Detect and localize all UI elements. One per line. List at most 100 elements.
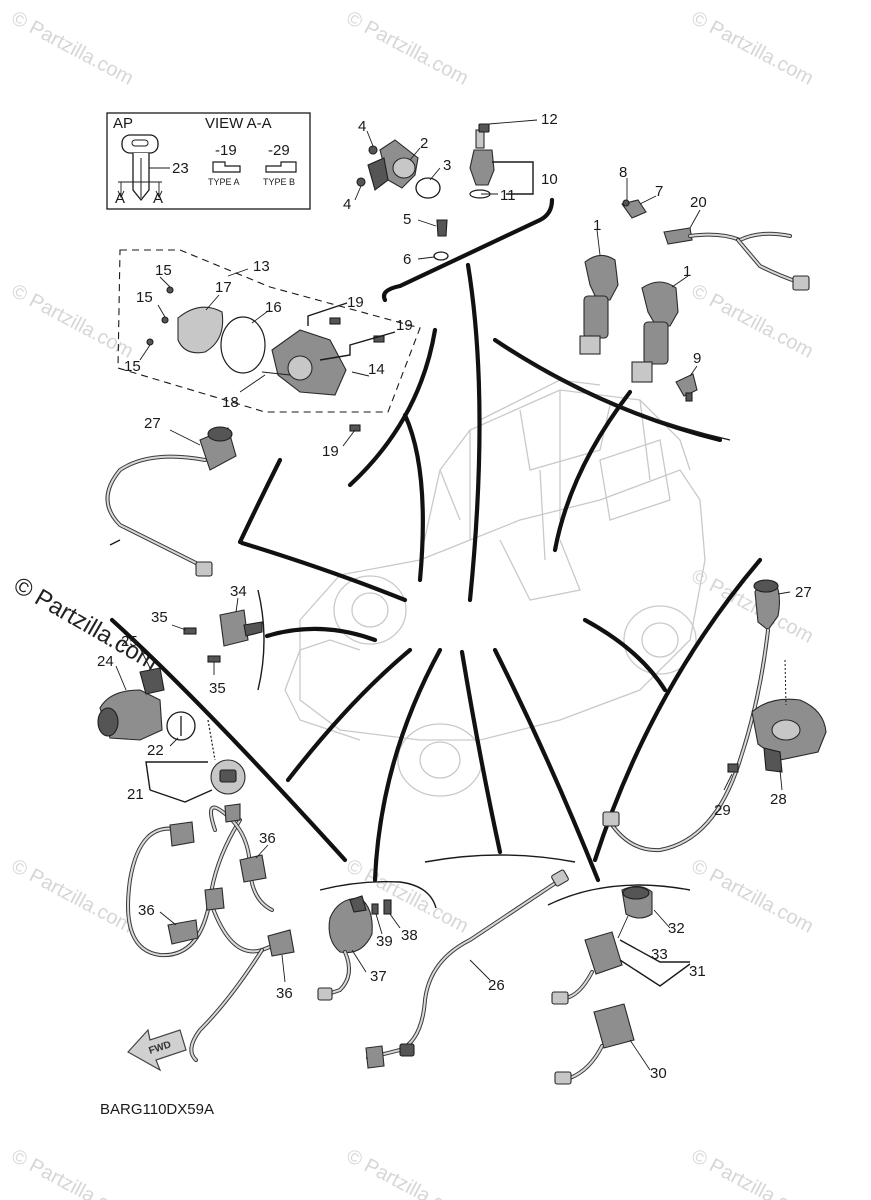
sensor-lead-26 <box>365 869 569 1069</box>
screw <box>146 338 154 346</box>
watermark: © Partzilla.com <box>8 1145 137 1200</box>
callout-27: 27 <box>795 584 812 601</box>
fwd-arrow-icon: FWD <box>127 1028 187 1072</box>
bolt-part <box>329 317 341 325</box>
bolt-part <box>368 145 378 155</box>
callout-16: 16 <box>265 299 282 316</box>
o2-sensor <box>663 227 810 291</box>
callout-18: 18 <box>222 394 239 411</box>
callout-1: 1 <box>683 263 691 280</box>
bolt-part <box>207 655 221 663</box>
watermark-prominent: © Partzilla.com <box>9 572 163 676</box>
sensor-group-top <box>354 119 538 261</box>
key-type-inset: AP VIEW A-A A A 23 -19 -29 TYPE A TYPE B <box>106 112 311 210</box>
callout-8: 8 <box>619 164 627 181</box>
callout-25: 25 <box>121 633 138 650</box>
bolt-part <box>349 424 361 432</box>
type-b-profile <box>265 161 297 173</box>
callout-23: 23 <box>172 160 189 177</box>
callout-10: 10 <box>541 171 558 188</box>
relay-34 <box>171 597 263 675</box>
type-b-code: -29 <box>268 142 290 159</box>
screw <box>166 286 174 294</box>
inset-model-label: AP <box>113 115 133 132</box>
watermark: © Partzilla.com <box>8 7 137 90</box>
callout-22: 22 <box>147 742 164 759</box>
ignition-coil-group <box>579 178 810 402</box>
callout-38: 38 <box>401 927 418 944</box>
type-a-label: TYPE A <box>208 177 240 187</box>
watermark: © Partzilla.com <box>343 1145 472 1200</box>
main-switch-group <box>97 647 246 803</box>
washer <box>433 251 449 261</box>
callout-36: 36 <box>276 985 293 1002</box>
callout-15: 15 <box>136 289 153 306</box>
callout-13: 13 <box>253 258 270 275</box>
gasket <box>220 316 266 374</box>
o-ring <box>415 177 441 199</box>
dashed-assembly-outline <box>117 249 421 413</box>
callout-26: 26 <box>488 977 505 994</box>
callout-15: 15 <box>155 262 172 279</box>
map-sensor <box>469 149 495 186</box>
watermark: © Partzilla.com <box>8 855 137 938</box>
callout-28: 28 <box>770 791 787 808</box>
callout-7: 7 <box>655 183 663 200</box>
type-b-label: TYPE B <box>263 177 295 187</box>
callout-12: 12 <box>541 111 558 128</box>
bolt-part <box>727 763 739 773</box>
inset-view-label: VIEW A-A <box>205 115 272 132</box>
callout-37: 37 <box>370 968 387 985</box>
watermark: © Partzilla.com <box>343 7 472 90</box>
watermark: © Partzilla.com <box>688 7 817 90</box>
harness-27-right <box>602 579 827 853</box>
callout-35: 35 <box>151 609 168 626</box>
cover <box>177 306 224 354</box>
callout-15: 15 <box>124 358 141 375</box>
callout-11: 11 <box>500 187 516 204</box>
callout-17: 17 <box>215 279 232 296</box>
harness-27-left <box>105 426 237 577</box>
relay-group-30-33 <box>551 885 691 1085</box>
callout-19: 19 <box>396 317 413 334</box>
callout-34: 34 <box>230 583 247 600</box>
callout-3: 3 <box>443 157 451 174</box>
harness-36 <box>126 803 295 1062</box>
watermark: © Partzilla.com <box>688 565 817 648</box>
ignition-coil <box>631 281 679 383</box>
key-icon <box>121 134 159 202</box>
watermark: © Partzilla.com <box>688 1145 817 1200</box>
bolt-part <box>183 627 197 635</box>
section-letter-right: A <box>153 190 163 207</box>
watermark: © Partzilla.com <box>688 855 817 938</box>
section-letter-left: A <box>115 190 125 207</box>
bolt-part <box>356 177 366 187</box>
diagram-code: BARG110DX59A <box>100 1101 214 1118</box>
callout-labels: 1 1 2 3 4 4 5 6 7 8 9 10 11 12 13 14 15 … <box>97 111 812 1082</box>
callout-35: 35 <box>209 680 226 697</box>
callout-4: 4 <box>343 196 351 213</box>
screw <box>161 316 169 324</box>
callout-33: 33 <box>651 946 668 963</box>
callout-36: 36 <box>138 902 155 919</box>
callout-6: 6 <box>403 251 411 268</box>
temp-sensor <box>436 219 448 237</box>
vehicle-outline <box>284 379 706 797</box>
part-37-group <box>317 895 401 1001</box>
connector-lines <box>109 197 763 909</box>
callout-24: 24 <box>97 653 114 670</box>
callout-32: 32 <box>668 920 685 937</box>
assembly-group-13 <box>117 249 421 447</box>
ignition-coil <box>579 254 619 355</box>
callout-31: 31 <box>689 963 706 980</box>
callout-39: 39 <box>376 933 393 950</box>
callout-29: 29 <box>714 802 731 819</box>
callout-19: 19 <box>322 443 339 460</box>
type-a-code: -19 <box>215 142 237 159</box>
callout-20: 20 <box>690 194 707 211</box>
callout-21: 21 <box>127 786 144 803</box>
callout-30: 30 <box>650 1065 667 1082</box>
callout-19: 19 <box>347 294 364 311</box>
callout-4: 4 <box>358 118 366 135</box>
